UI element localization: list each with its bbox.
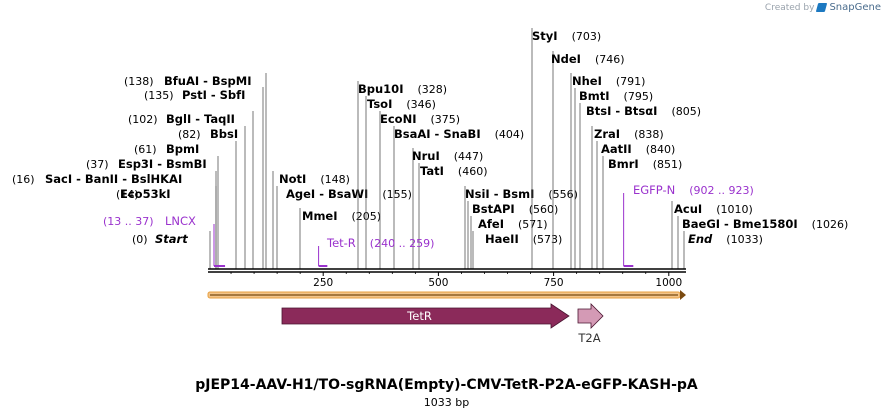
restriction-site-label: MmeI	[302, 209, 338, 223]
ruler-tick-label: 750	[544, 277, 564, 289]
ruler-tick-label: 250	[313, 277, 333, 289]
site-position-label: (791)	[616, 75, 646, 88]
restriction-site-label: BstAPI	[472, 202, 515, 216]
site-position-label: (37)	[86, 158, 109, 171]
site-position-label: (375)	[430, 113, 460, 126]
restriction-site-label: Esp3I - BsmBI	[118, 157, 207, 171]
site-position-label: (571)	[518, 218, 548, 231]
site-position-label: (102)	[128, 113, 158, 126]
restriction-site-label: AcuI	[674, 202, 702, 216]
restriction-site-label: TatI	[420, 164, 444, 178]
restriction-site-label: BmrI	[608, 157, 639, 171]
site-position-label: (703)	[572, 30, 602, 43]
site-position-label: (82)	[178, 128, 201, 141]
site-position-label: (805)	[671, 105, 701, 118]
plasmid-title: pJEP14-AAV-H1/TO-sgRNA(Empty)-CMV-TetR-P…	[195, 377, 698, 393]
site-position-label: (16)	[12, 173, 35, 186]
site-position-label: (404)	[495, 128, 525, 141]
primer-range-label: (902 .. 923)	[689, 184, 754, 197]
restriction-site-label: Eco53kI	[120, 187, 171, 201]
restriction-site-label: NheI	[572, 74, 602, 88]
restriction-site-label: BmtI	[579, 89, 610, 103]
restriction-site-label: AfeI	[478, 217, 504, 231]
site-position-label: (346)	[406, 98, 436, 111]
restriction-site-label: HaeII	[485, 232, 519, 246]
restriction-site-label: NsiI - BsmI	[465, 187, 534, 201]
restriction-site-label: NotI	[279, 172, 306, 186]
site-position-label: (1026)	[812, 218, 849, 231]
restriction-site-label: NdeI	[551, 52, 581, 66]
primer-range-label: (240 .. 259)	[370, 237, 435, 250]
restriction-site-label: EcoNI	[380, 112, 416, 126]
site-position-label: (155)	[382, 188, 412, 201]
feature-label: TetR	[406, 309, 432, 323]
restriction-site-label: AgeI - BsaWI	[286, 187, 368, 201]
restriction-site-label: Bpu10I	[358, 82, 403, 96]
restriction-site-label: Start	[155, 232, 188, 246]
site-position-label: (138)	[124, 75, 154, 88]
restriction-site-label: SacI - BanII - BslHKAI	[45, 172, 182, 186]
site-position-label: (460)	[458, 165, 488, 178]
site-position-label: (328)	[417, 83, 447, 96]
primer-name-label: LNCX	[165, 214, 196, 228]
site-position-label: (840)	[646, 143, 676, 156]
sequence-map: (0) Start (14)Eco53kI (16) SacI - BanII - Bs…	[12, 28, 849, 345]
site-position-label: (556)	[548, 188, 578, 201]
site-position-label: (795)	[624, 90, 654, 103]
site-position-label: (61)	[134, 143, 157, 156]
site-position-label: (1033)	[726, 233, 763, 246]
credit-prefix: Created by	[764, 2, 815, 13]
credit-brand: SnapGene	[829, 2, 881, 13]
site-position-label: (1010)	[716, 203, 753, 216]
site-position-label: (447)	[454, 150, 484, 163]
restriction-site-label: BsaAI - SnaBI	[394, 127, 481, 141]
restriction-site-label: BbsI	[210, 127, 238, 141]
restriction-site-label: BglI - TaqII	[166, 112, 235, 126]
restriction-site-label: PstI - SbfI	[182, 88, 245, 102]
restriction-site-label: BpmI	[166, 142, 199, 156]
restriction-site-label: NruI	[412, 149, 440, 163]
site-position-label: (14)	[116, 188, 139, 201]
restriction-site-label: BfuAI - BspMI	[164, 74, 251, 88]
restriction-site-label: ZraI	[594, 127, 620, 141]
site-position-label: (851)	[653, 158, 683, 171]
primer-name-label: Tet-R	[326, 236, 356, 250]
feature-arrow-t2a[interactable]	[577, 303, 604, 329]
restriction-site-label: End	[688, 232, 713, 246]
site-position-label: (135)	[144, 89, 174, 102]
ruler-tick-label: 500	[428, 277, 448, 289]
orf-arrow-icon	[680, 290, 686, 300]
restriction-site-label: BaeGI - Bme1580I	[682, 217, 798, 231]
site-position-label: (148)	[320, 173, 350, 186]
restriction-site-label: StyI	[532, 29, 558, 43]
site-position-label: (573)	[533, 233, 563, 246]
site-position-label: (0)	[132, 233, 148, 246]
ruler-tick-label: 1000	[655, 277, 682, 289]
primer-name-label: EGFP-N	[633, 183, 675, 197]
feature-label: T2A	[577, 331, 600, 345]
plasmid-size: 1033 bp	[423, 396, 470, 409]
restriction-site-label: AatII	[601, 142, 632, 156]
site-position-label: (838)	[634, 128, 664, 141]
snapgene-credit: Created by SnapGene	[765, 2, 881, 13]
restriction-site-label: BtsI - BtsαI	[586, 104, 657, 118]
feature-arrow-tetr[interactable]	[281, 303, 570, 329]
primer-range-label: (13 .. 37)	[103, 215, 154, 228]
site-position-label: (746)	[595, 53, 625, 66]
restriction-site-label: TsoI	[367, 97, 392, 111]
site-position-label: (560)	[529, 203, 559, 216]
